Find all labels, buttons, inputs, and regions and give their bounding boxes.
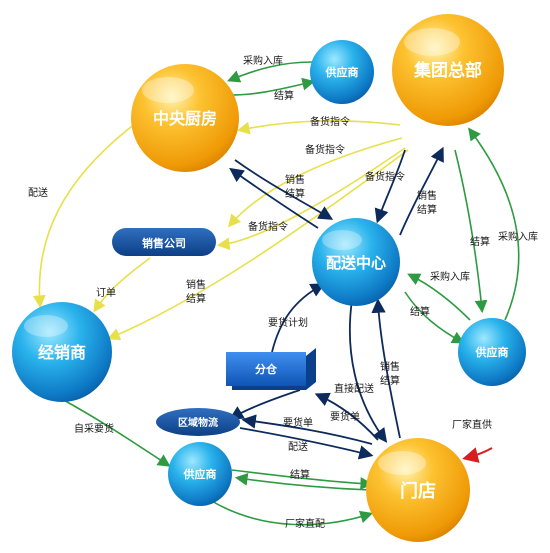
edge-branch-to-dc-plan: [271, 283, 326, 353]
node-label-distribution-center: 配送中心: [326, 254, 386, 272]
node-supplier-top: 供应商: [310, 40, 374, 104]
label-stock-order-1: 备货指令: [310, 115, 350, 128]
label-sales-3: 销售: [186, 278, 206, 291]
node-label-distributor: 经销商: [38, 343, 86, 362]
edge-supplier-top-to-kitchen: [227, 61, 313, 83]
edge-hq-to-dc-stock-a: [227, 137, 403, 228]
edge-kitchen-to-dc-sales: [234, 159, 334, 220]
edge-supplier-bottom-direct: [209, 499, 374, 526]
edge-store-to-dc-sales: [371, 298, 401, 439]
label-settle-1: 结算: [274, 89, 294, 102]
node-label-store: 门店: [400, 480, 436, 502]
edge-hq-to-dc-stock-b: [374, 149, 406, 224]
node-label-supplier-top: 供应商: [325, 65, 359, 79]
node-group-hq: 集团总部: [392, 14, 504, 126]
node-label-regional-logistics: 区域物流: [178, 416, 218, 429]
edge-hq-to-sales-co: [216, 147, 406, 251]
label-sales-2: 销售: [417, 189, 437, 202]
label-direct-deliver: 直接配送: [334, 382, 374, 395]
label-stock-order-3: 备货指令: [365, 170, 405, 183]
label-factory-direct-1: 厂家直供: [452, 418, 492, 431]
edge-supplier-right-to-hq: [468, 127, 520, 321]
edge-supplier-right-to-dc: [407, 273, 471, 321]
label-stock-order-2: 备货指令: [305, 143, 345, 156]
label-stock-order-4: 备货指令: [248, 220, 288, 233]
label-purchase-in-2: 采购入库: [498, 230, 538, 243]
label-purchase-in-1: 采购入库: [243, 54, 283, 67]
node-label-supplier-right: 供应商: [475, 345, 509, 359]
edge-distributor-self-purchase: [59, 397, 171, 467]
label-purchase-in-3: 采购入库: [430, 270, 470, 283]
edge-store-settle-supplier-bottom: [234, 473, 371, 491]
label-settle-8: 结算: [290, 468, 310, 481]
edge-hq-settle-supplier-right: [454, 149, 488, 314]
node-label-sales-company: 销售公司: [142, 236, 186, 250]
node-regional-logistics: 区域物流: [156, 408, 240, 436]
label-settle-7: 结算: [380, 374, 400, 387]
node-supplier-right: 供应商: [458, 318, 526, 386]
node-label-supplier-bottom: 供应商: [183, 467, 217, 481]
edge-dc-to-hq-sales: [399, 146, 444, 236]
node-label-group-hq: 集团总部: [413, 60, 482, 81]
label-demand-order-2: 要货单: [330, 410, 360, 423]
label-factory-direct-2: 厂家直配: [285, 517, 325, 530]
label-demand-plan: 要货计划: [268, 316, 308, 329]
edge-store-to-branch-order: [314, 392, 379, 441]
node-distribution-center: 配送中心: [312, 218, 400, 306]
label-settle-3: 结算: [417, 203, 437, 216]
node-central-kitchen: 中央厨房: [131, 64, 239, 172]
node-branch-warehouse: 分仓: [226, 348, 316, 390]
label-settle-5: 结算: [186, 292, 206, 305]
node-sales-company: 销售公司: [112, 228, 216, 256]
edge-logistics-to-store-deliver: [239, 427, 374, 460]
label-settle-4: 结算: [470, 235, 490, 248]
label-sales-4: 销售: [380, 360, 400, 373]
label-self-purchase: 自采要货: [74, 422, 114, 435]
label-deliver-1: 配送: [28, 186, 48, 199]
label-demand-order-1: 要货单: [283, 416, 313, 429]
edge-dc-direct-to-store: [349, 299, 388, 443]
node-distributor: 经销商: [12, 302, 112, 402]
node-label-branch-warehouse: 分仓: [255, 362, 278, 376]
label-order-1: 订单: [96, 287, 116, 299]
edge-store-to-logistics-order: [241, 414, 373, 445]
edge-factory-direct-red: [462, 447, 493, 463]
node-store: 门店: [366, 438, 470, 542]
node-label-central-kitchen: 中央厨房: [153, 109, 217, 128]
edge-hq-to-distributor: [107, 149, 409, 341]
edge-branch-to-logistics: [228, 389, 301, 420]
label-deliver-2: 配送: [288, 440, 308, 453]
edge-dc-settle-supplier-right: [404, 291, 465, 344]
edge-kitchen-settle-supplier: [229, 77, 316, 96]
edge-dc-to-kitchen-settle: [229, 167, 319, 229]
edge-kitchen-to-distributor: [32, 119, 141, 309]
edge-sales-co-to-distributor: [93, 257, 151, 313]
node-supplier-bottom: 供应商: [168, 442, 232, 506]
edge-hq-to-kitchen-stock: [236, 120, 401, 135]
label-settle-2: 结算: [285, 187, 305, 200]
label-sales-1: 销售: [285, 173, 305, 186]
label-settle-6: 结算: [410, 305, 430, 318]
edge-supplier-bottom-to-store: [231, 469, 374, 490]
